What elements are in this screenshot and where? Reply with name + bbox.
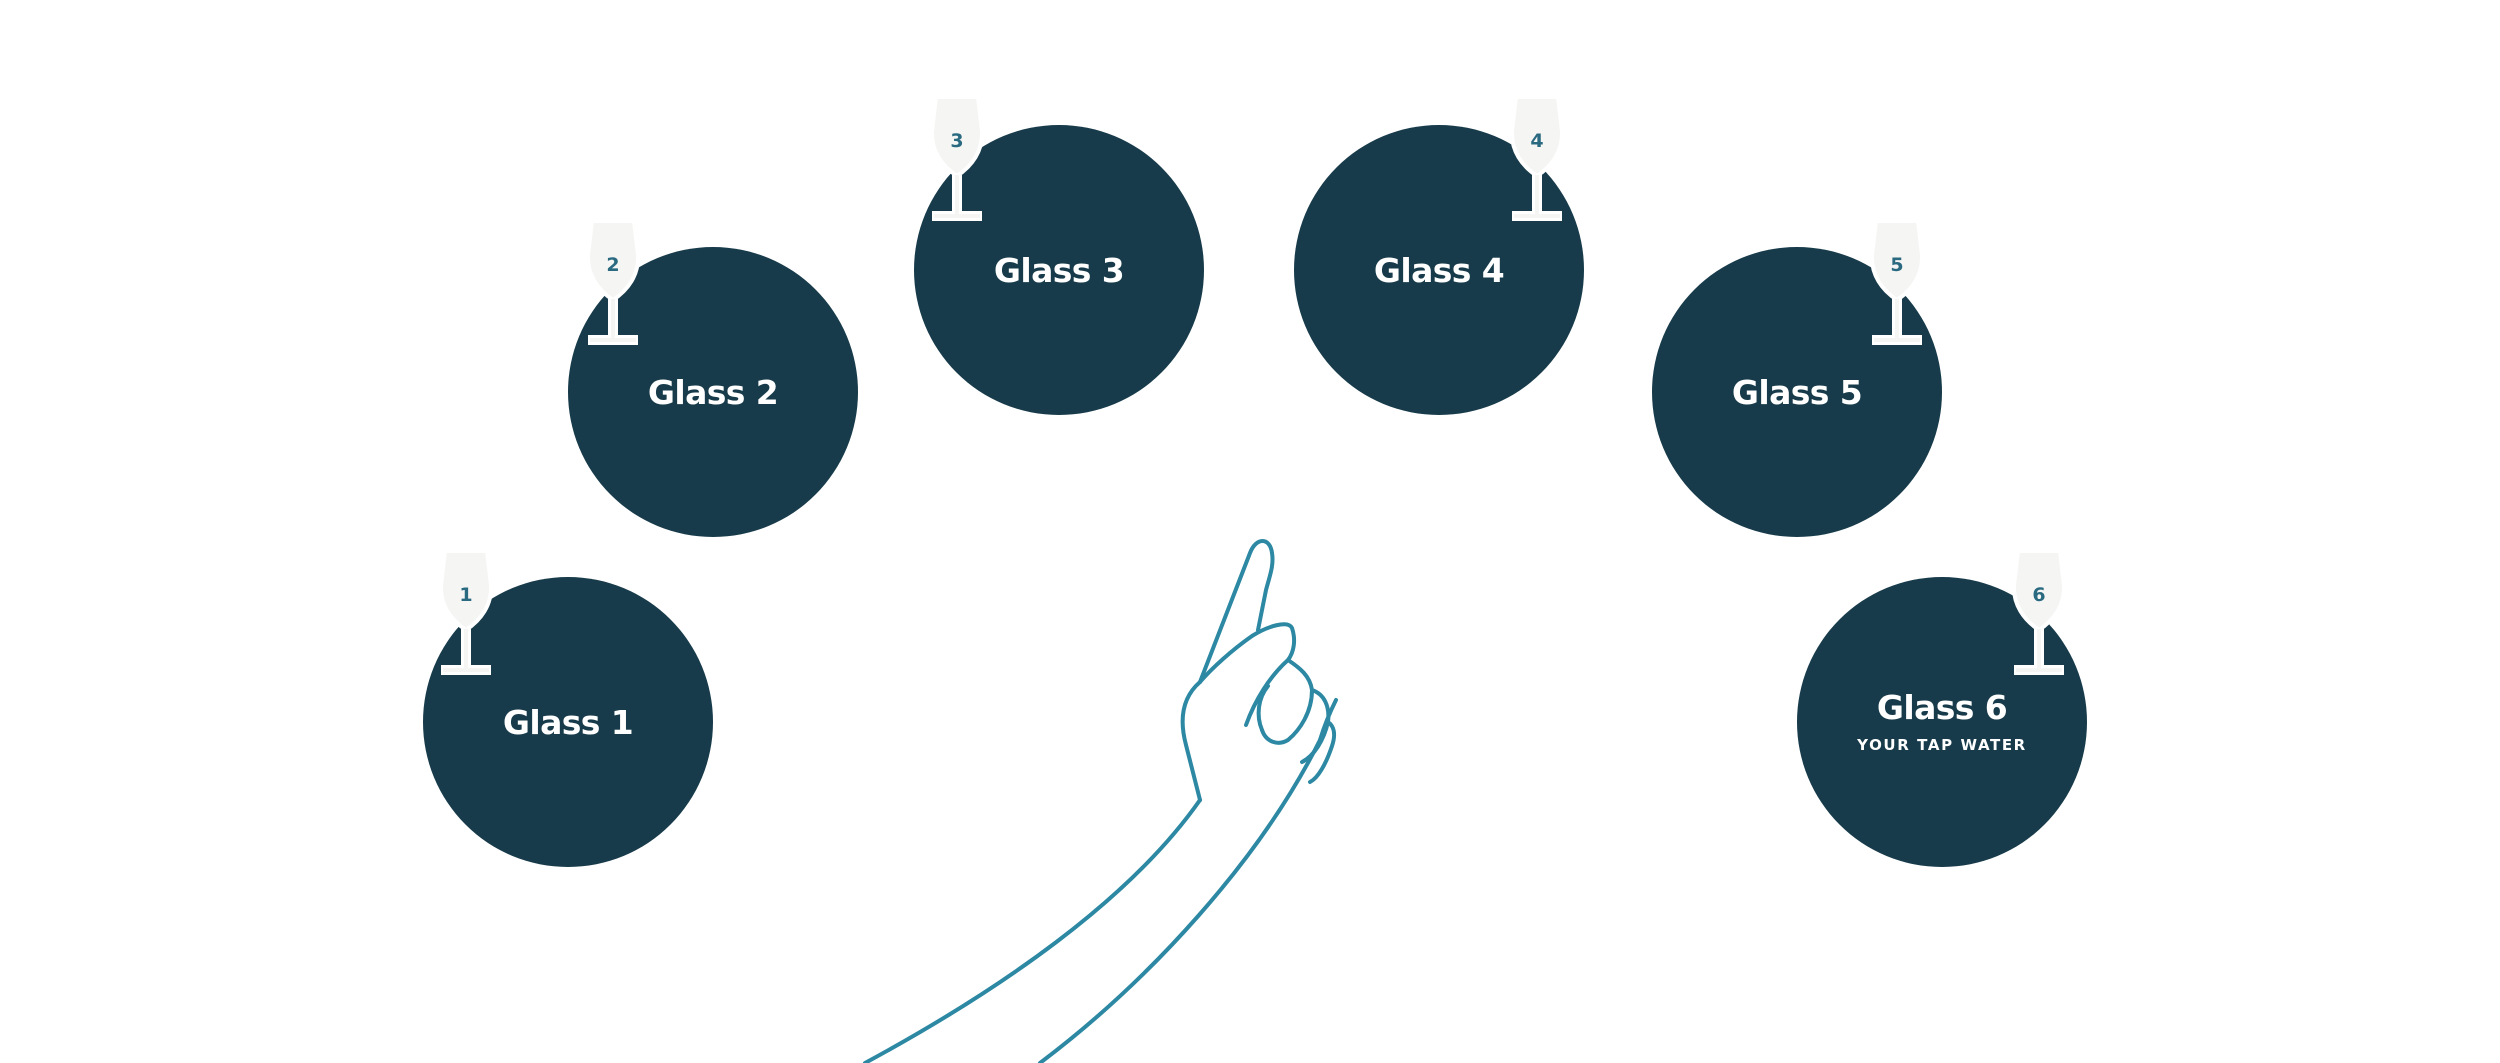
glass-6-sublabel: YOUR TAP WATER <box>1857 736 2027 754</box>
glass-1-number: 1 <box>459 584 472 606</box>
wine-glass-icon: 5 <box>1862 215 1932 345</box>
wine-glass-icon: 3 <box>922 91 992 221</box>
wine-glass-icon: 1 <box>431 545 501 675</box>
glass-3-label: Glass 3 <box>993 250 1125 290</box>
glass-5-label: Glass 5 <box>1731 372 1863 412</box>
glass-2-number: 2 <box>606 254 619 276</box>
glass-5-number: 5 <box>1890 254 1903 276</box>
glass-2-label: Glass 2 <box>647 372 779 412</box>
wine-glass-icon: 4 <box>1502 91 1572 221</box>
glass-4-number: 4 <box>1530 130 1543 152</box>
glass-6-label: Glass 6 <box>1876 688 2008 727</box>
wine-glass-icon: 6 <box>2004 545 2074 675</box>
glass-4-label: Glass 4 <box>1373 250 1505 290</box>
glass-6-number: 6 <box>2032 584 2045 606</box>
glass-1-label: Glass 1 <box>502 702 634 742</box>
glass-3-number: 3 <box>950 130 963 152</box>
wine-glass-icon: 2 <box>578 215 648 345</box>
